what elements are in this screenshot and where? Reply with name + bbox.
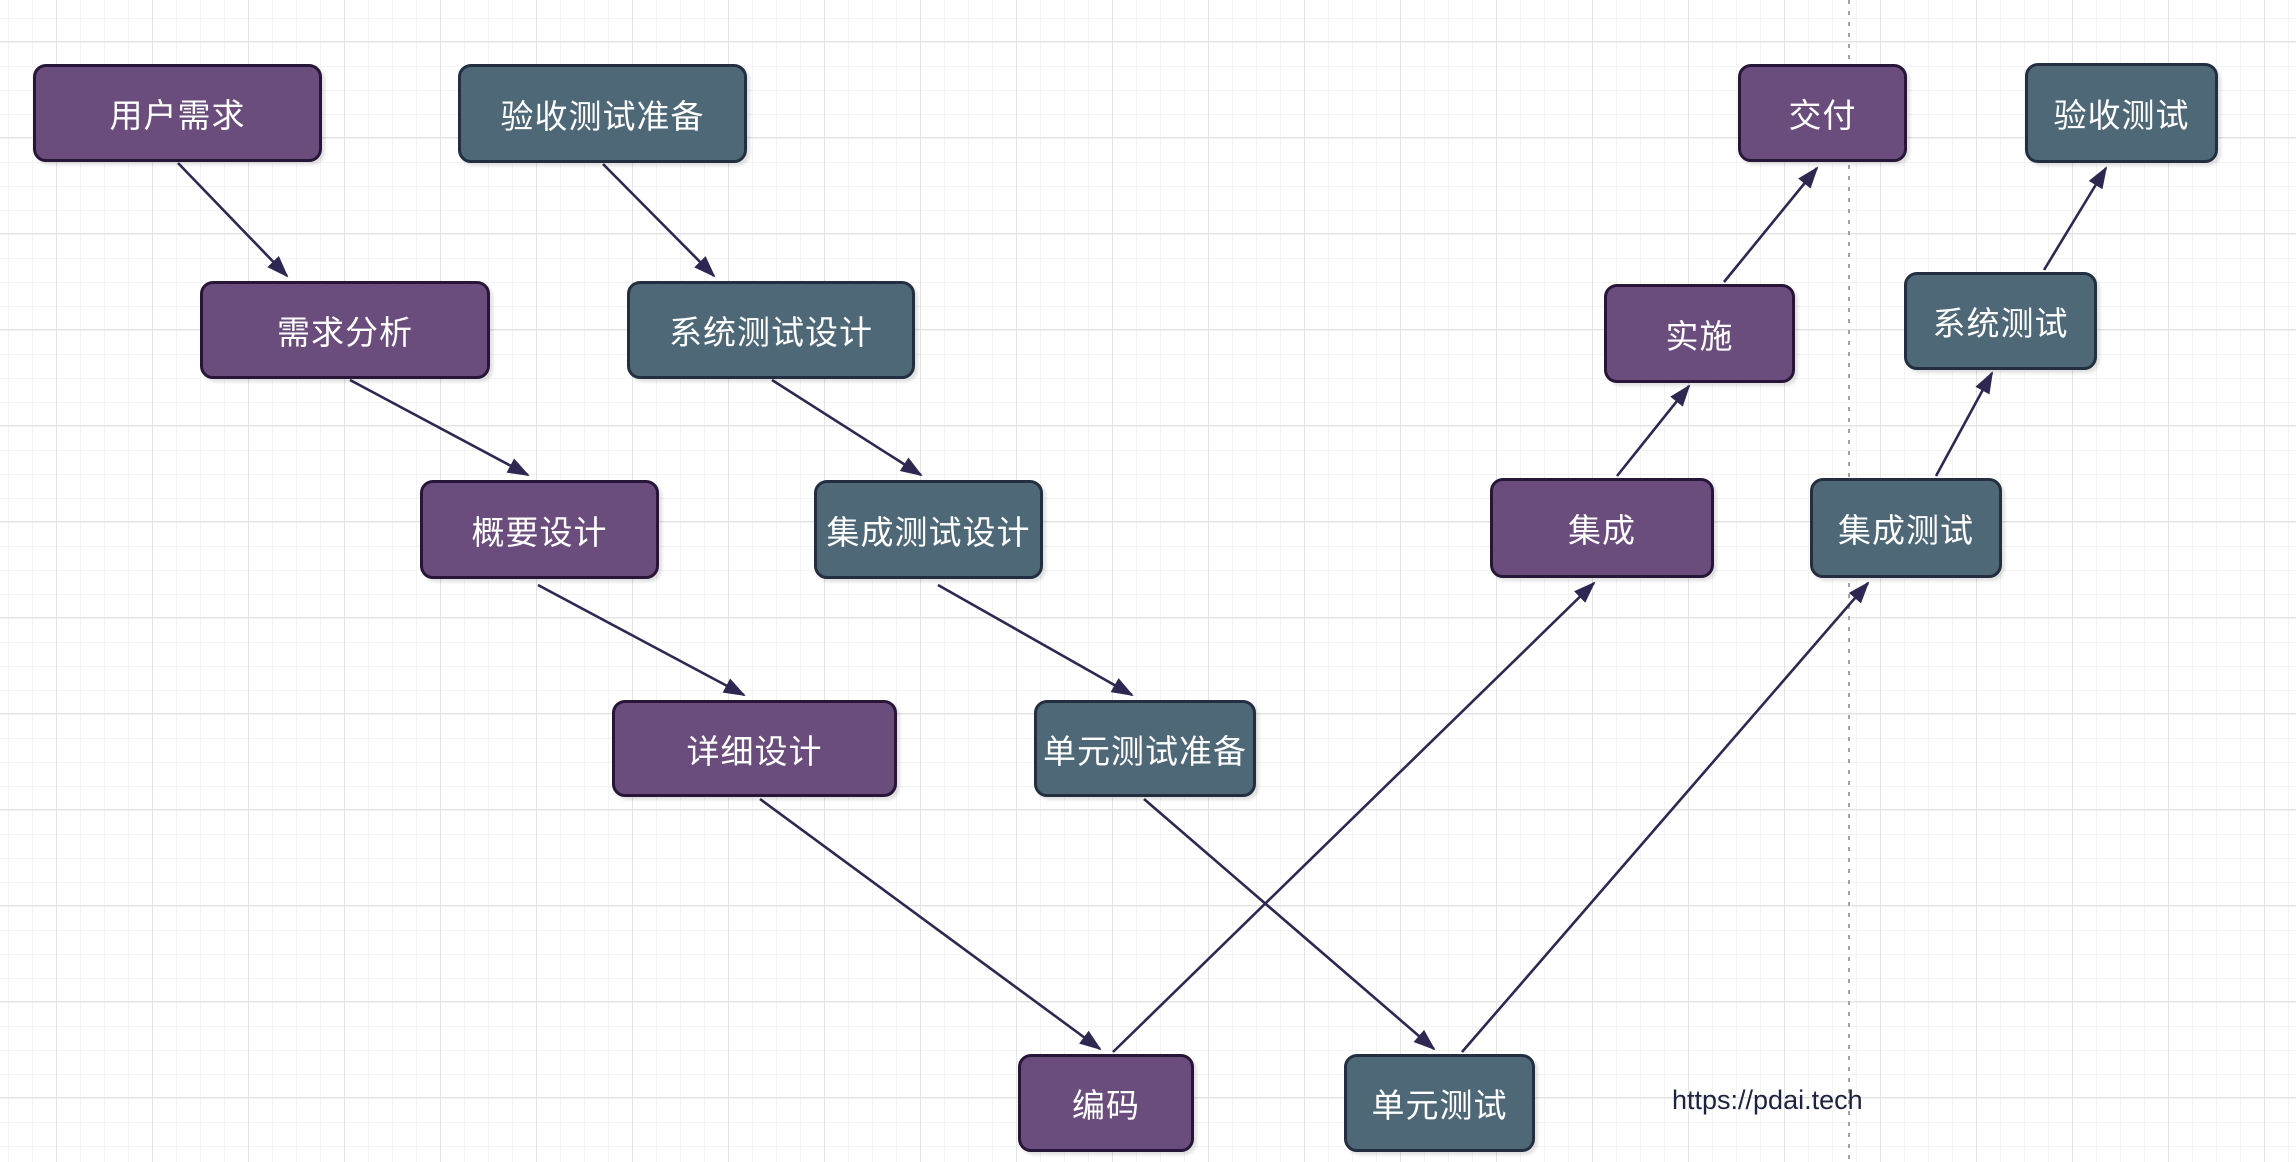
node-system-test[interactable]: 系统测试	[1904, 272, 2097, 370]
node-requirements-analysis[interactable]: 需求分析	[200, 281, 490, 379]
node-detailed-design[interactable]: 详细设计	[612, 700, 897, 797]
watermark-url: https://pdai.tech	[1672, 1085, 1863, 1115]
node-user-requirements[interactable]: 用户需求	[33, 64, 322, 162]
node-integration[interactable]: 集成	[1490, 478, 1714, 578]
edge-user-requirements-to-requirements-analysis	[177, 162, 289, 278]
edge-acceptance-test-prep-to-system-test-design	[602, 163, 716, 278]
edge-unit-test-prep-to-unit-test	[1143, 798, 1436, 1051]
edge-system-test-design-to-integration-test-design	[771, 378, 923, 477]
node-coding[interactable]: 编码	[1018, 1054, 1194, 1152]
edge-detailed-design-to-coding	[759, 797, 1102, 1051]
node-outline-design[interactable]: 概要设计	[420, 480, 659, 579]
edge-coding-to-integration	[1112, 581, 1596, 1053]
node-implementation[interactable]: 实施	[1604, 284, 1795, 383]
node-system-test-design[interactable]: 系统测试设计	[627, 281, 915, 379]
edge-outline-design-to-detailed-design	[537, 583, 746, 697]
edge-integration-test-design-to-unit-test-prep	[937, 583, 1134, 697]
node-integration-test-design[interactable]: 集成测试设计	[814, 480, 1043, 579]
node-delivery[interactable]: 交付	[1738, 64, 1907, 162]
edge-integration-test-to-system-test	[1934, 371, 1994, 477]
node-acceptance-test[interactable]: 验收测试	[2025, 63, 2218, 163]
edges-group	[177, 162, 2108, 1053]
edge-integration-to-implementation	[1615, 384, 1691, 477]
node-unit-test-prep[interactable]: 单元测试准备	[1034, 700, 1256, 797]
edge-unit-test-to-integration-test	[1461, 581, 1870, 1053]
node-integration-test[interactable]: 集成测试	[1810, 478, 2002, 578]
edge-system-test-to-acceptance-test	[2042, 166, 2108, 271]
edge-requirements-analysis-to-outline-design	[349, 378, 530, 477]
node-unit-test[interactable]: 单元测试	[1344, 1054, 1535, 1152]
edge-implementation-to-delivery	[1722, 166, 1819, 283]
node-acceptance-test-prep[interactable]: 验收测试准备	[458, 64, 747, 163]
